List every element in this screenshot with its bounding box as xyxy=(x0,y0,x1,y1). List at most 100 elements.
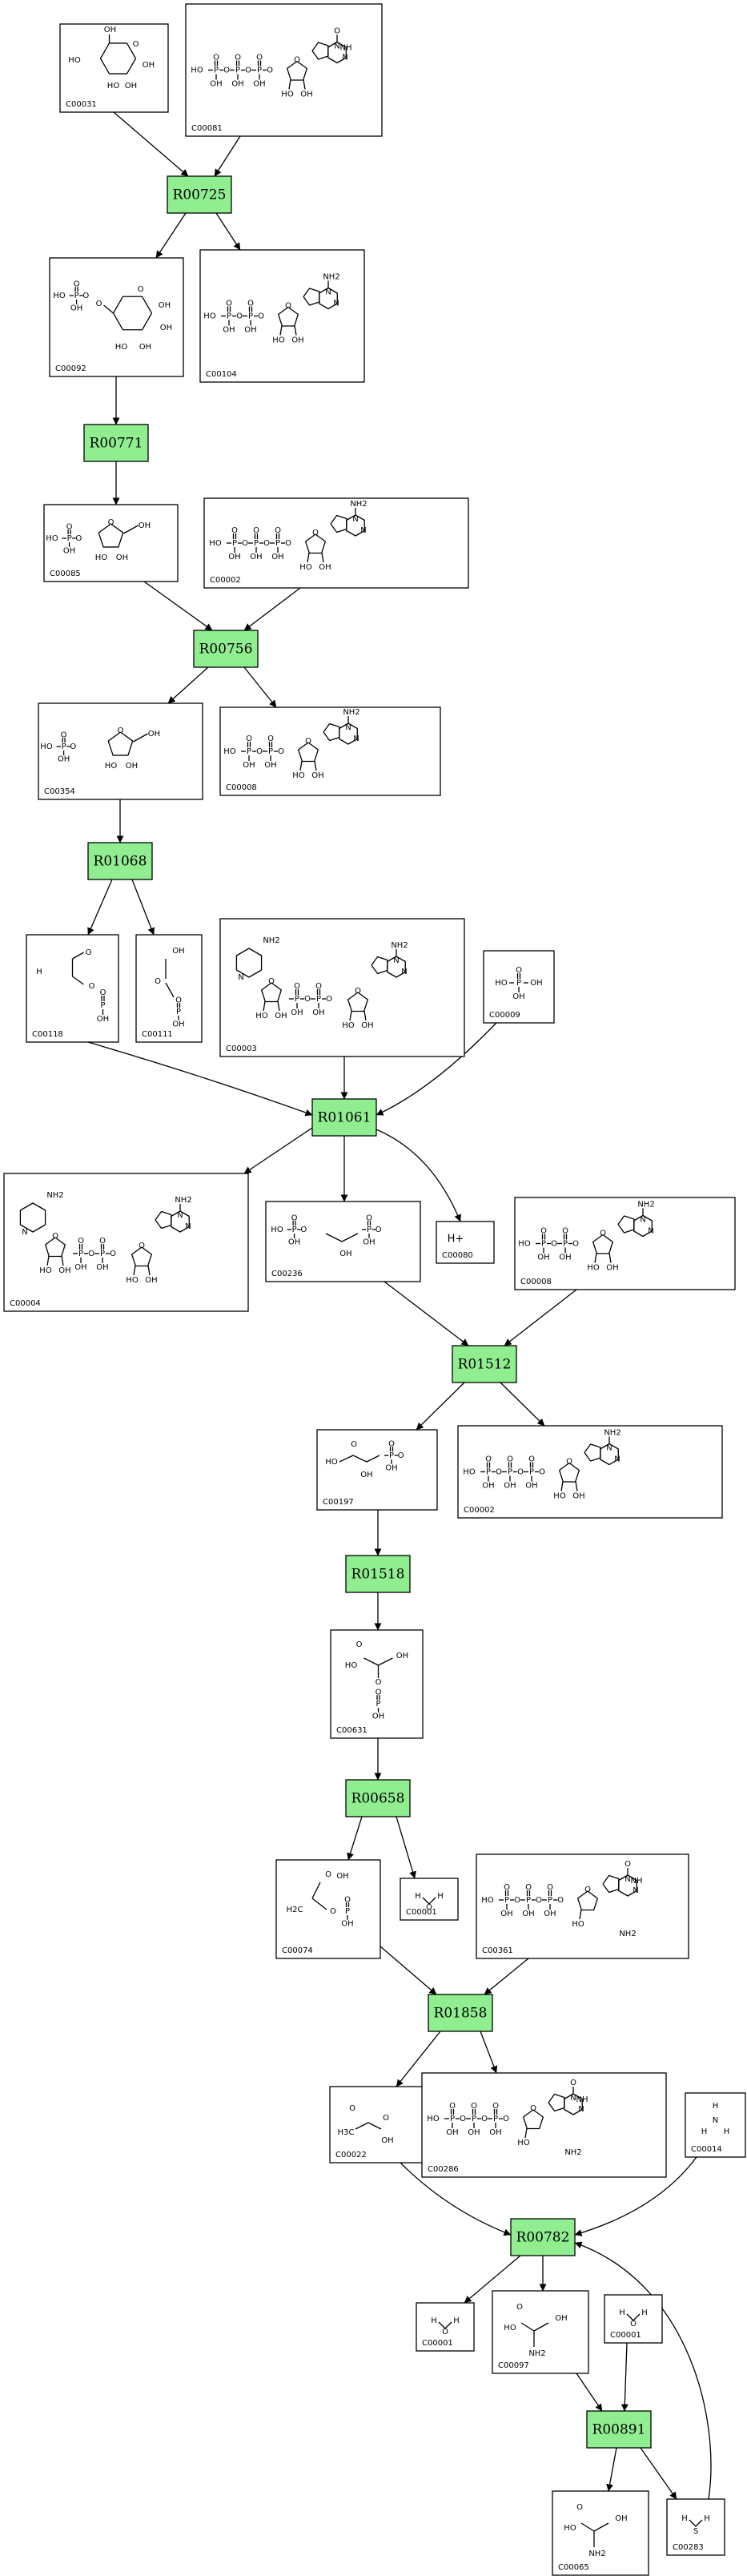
compound-box[interactable] xyxy=(265,1201,421,1282)
compound-c00080[interactable]: H+C00080 xyxy=(436,1221,495,1264)
compound-box[interactable] xyxy=(604,2294,663,2344)
atom-label: N xyxy=(353,735,359,743)
reaction-r00891[interactable]: R00891 xyxy=(586,2410,652,2449)
atom-label: OH xyxy=(172,1020,184,1028)
reaction-box[interactable] xyxy=(586,2410,652,2449)
compound-box[interactable] xyxy=(219,918,465,1057)
reaction-r00771[interactable]: R00771 xyxy=(83,424,149,462)
bond xyxy=(235,948,263,978)
compound-box[interactable] xyxy=(329,2086,425,2163)
bond xyxy=(311,1898,327,1910)
reaction-box[interactable] xyxy=(193,630,259,668)
compound-box[interactable] xyxy=(421,2072,667,2178)
reaction-box[interactable] xyxy=(452,1345,517,1383)
atom-label: OH xyxy=(372,1712,384,1721)
compound-box[interactable] xyxy=(330,1629,424,1739)
atom-label: O xyxy=(528,1455,535,1464)
compound-box[interactable] xyxy=(514,1197,736,1290)
reaction-r01512[interactable]: R01512 xyxy=(452,1345,517,1383)
reaction-box[interactable] xyxy=(83,424,149,462)
reaction-r01518[interactable]: R01518 xyxy=(345,1555,411,1593)
compound-box[interactable] xyxy=(3,1173,249,1312)
compound-box[interactable] xyxy=(400,1878,459,1921)
edge-c00236-r01512 xyxy=(384,1281,469,1346)
compound-id: C00354 xyxy=(44,787,75,796)
reaction-r00725[interactable]: R00725 xyxy=(167,175,232,214)
compound-box[interactable] xyxy=(185,3,383,137)
compound-box[interactable] xyxy=(476,1854,689,1959)
reaction-box[interactable] xyxy=(87,842,153,880)
edge-c00283-r00782 xyxy=(574,2241,712,2500)
reaction-r01061[interactable]: R01061 xyxy=(311,1098,377,1137)
atom-label: O xyxy=(517,1468,524,1477)
compound-box[interactable] xyxy=(666,2498,725,2556)
compound-box[interactable] xyxy=(59,23,169,113)
reaction-r01858[interactable]: R01858 xyxy=(428,1994,493,2032)
reaction-box[interactable] xyxy=(311,1098,377,1137)
atom-label: O xyxy=(356,1640,363,1649)
compound-box[interactable] xyxy=(219,706,441,796)
atom-label: HO xyxy=(463,1468,476,1477)
compound-box[interactable] xyxy=(43,504,179,582)
compound-box[interactable] xyxy=(416,2302,475,2352)
compound-box[interactable] xyxy=(685,2092,746,2158)
compound-box[interactable] xyxy=(316,1429,438,1511)
atom-label: HO xyxy=(46,534,58,543)
compound-box[interactable] xyxy=(436,1221,495,1264)
compound-box[interactable] xyxy=(135,934,203,1043)
atom-label: OH xyxy=(228,553,240,561)
atom-label: P xyxy=(295,995,299,1004)
edge-r01858-c00022 xyxy=(396,2031,441,2087)
reaction-r01068[interactable]: R01068 xyxy=(87,842,153,880)
atom-label: N xyxy=(625,1875,630,1884)
reaction-box[interactable] xyxy=(510,2218,576,2256)
reaction-box[interactable] xyxy=(345,1555,411,1593)
atom-label: O xyxy=(258,312,264,321)
reaction-box[interactable] xyxy=(428,1994,493,2032)
compound-box[interactable] xyxy=(275,1859,381,1959)
atom-label: P xyxy=(176,1008,181,1016)
reaction-r00658[interactable]: R00658 xyxy=(345,1779,411,1817)
compound-box[interactable] xyxy=(26,934,119,1043)
compound-box[interactable] xyxy=(492,2290,589,2374)
reaction-box[interactable] xyxy=(167,175,232,214)
reaction-r00782[interactable]: R00782 xyxy=(510,2218,576,2256)
compound-box[interactable] xyxy=(199,249,365,383)
reaction-box[interactable] xyxy=(345,1779,411,1817)
atom-label: P xyxy=(247,747,251,756)
reaction-r00756[interactable]: R00756 xyxy=(193,630,259,668)
bond xyxy=(71,959,84,985)
compound-box[interactable] xyxy=(49,257,184,377)
compound-box[interactable] xyxy=(552,2490,649,2576)
compound-box[interactable] xyxy=(38,702,203,800)
